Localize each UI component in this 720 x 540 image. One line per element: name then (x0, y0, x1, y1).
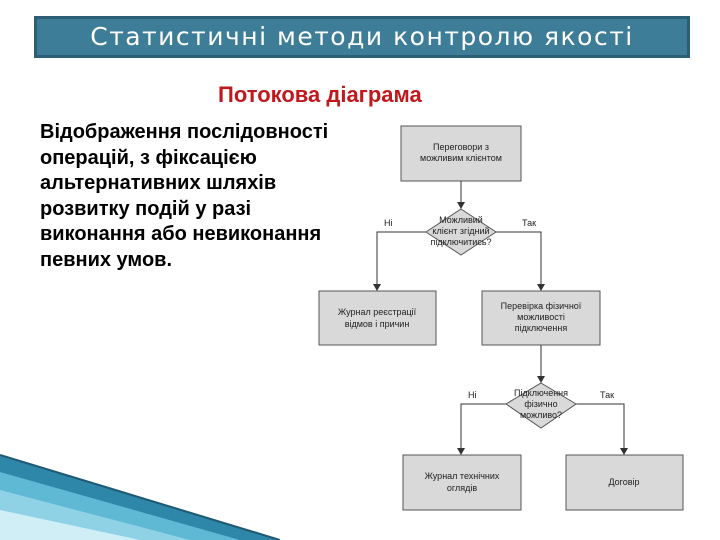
check-node-line-3: підключення (515, 323, 568, 333)
start-node-line-1: Переговори з (433, 142, 489, 152)
reject-log-line-1: Журнал реєстрації (338, 307, 417, 317)
decision-2-line-2: фізично (524, 399, 557, 409)
start-node: Переговори з можливим клієнтом (401, 126, 521, 181)
decision-2-yes-label: Так (600, 390, 614, 400)
decision-1-line-2: клієнт згідний (432, 226, 489, 236)
check-node: Перевірка фізичної можливості підключенн… (482, 291, 600, 345)
contract-line-1: Договір (608, 477, 639, 487)
decision-1-no-label: Ні (384, 218, 393, 228)
start-node-line-2: можливим клієнтом (420, 153, 502, 163)
tech-log-node: Журнал технічних оглядів (403, 455, 521, 510)
tech-log-line-2: оглядів (447, 483, 477, 493)
reject-log-line-2: відмов і причин (345, 319, 410, 329)
decision-1-line-3: підключитись? (430, 237, 491, 247)
decision-2-line-1: Підключення (514, 388, 568, 398)
decision-2-line-3: можливо? (520, 410, 562, 420)
check-node-line-2: можливості (517, 312, 565, 322)
reject-log-node: Журнал реєстрації відмов і причин (319, 291, 436, 345)
decision-2: Підключення фізично можливо? (506, 383, 576, 428)
contract-node: Договір (566, 455, 683, 510)
decision-2-no-label: Ні (468, 390, 477, 400)
decision-1-yes-label: Так (522, 218, 536, 228)
decision-1: Можливий клієнт згідний підключитись? (426, 209, 496, 255)
check-node-line-1: Перевірка фізичної (501, 301, 582, 311)
tech-log-line-1: Журнал технічних (425, 471, 500, 481)
decision-1-line-1: Можливий (439, 215, 483, 225)
